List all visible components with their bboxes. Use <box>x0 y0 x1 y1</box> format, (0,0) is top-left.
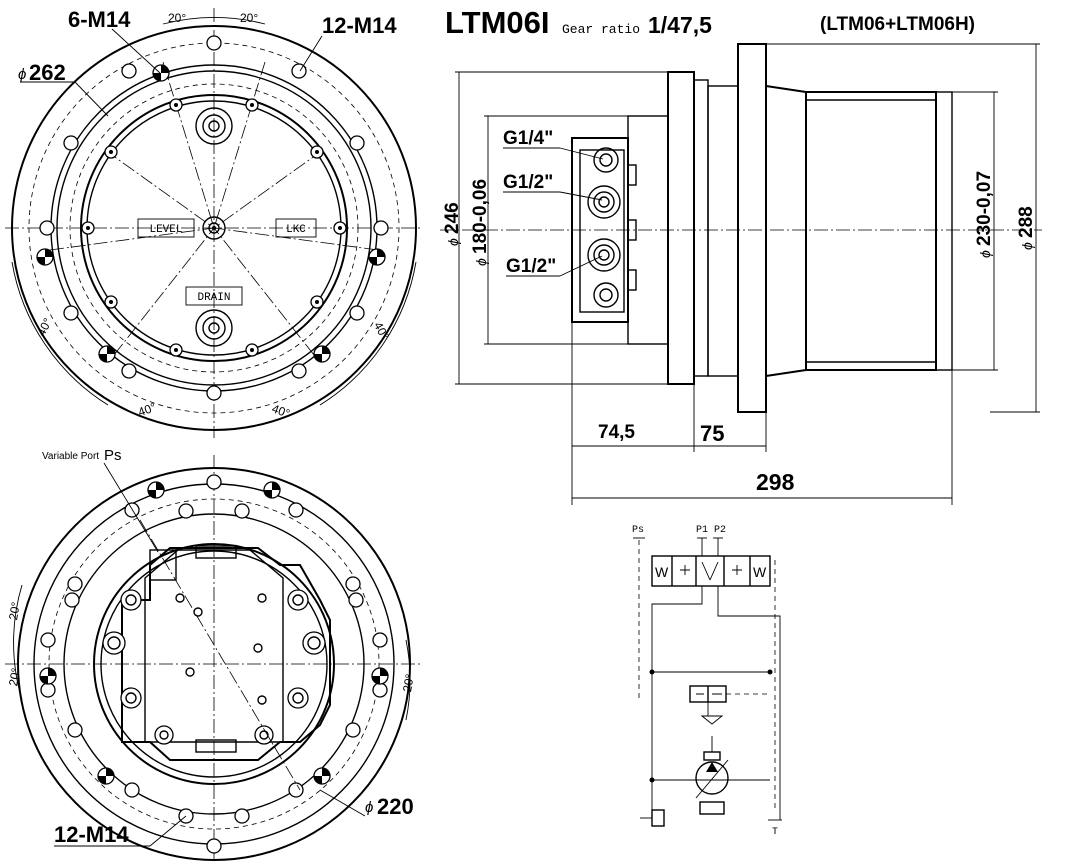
gear-ratio-value: 1/47,5 <box>648 12 712 38</box>
drain-port-label: DRAIN <box>197 292 230 304</box>
schematic-port-t: T <box>772 827 778 838</box>
dim-230-label: 230-0,07 <box>974 171 995 246</box>
model-name: LTM06I <box>445 5 550 40</box>
angle-20-right: 20° <box>240 11 258 25</box>
angle-20-left-top: 20° <box>6 601 23 622</box>
front-annotations: 6-M14 12-M14 ϕ 262 20° 20° 40° 40° 40° 4… <box>11 7 417 421</box>
schematic-port-p2: P2 <box>714 525 726 536</box>
angle-20-left-bottom: 20° <box>6 667 23 688</box>
thread-12m14-bottom-label: 12-M14 <box>54 822 129 847</box>
dim-246-symbol: ϕ <box>445 238 461 246</box>
front-center-lines <box>49 61 379 356</box>
dim-288-label: 288 <box>1016 206 1037 238</box>
thread-6m14-label: 6-M14 <box>68 7 131 32</box>
port-g12-a-label: G1/2" <box>503 172 553 193</box>
back-annotations: Variable Port Ps 12-M14 ϕ 220 20° 20° 20… <box>6 447 417 847</box>
variable-port-symbol: Ps <box>104 447 122 464</box>
dim-180-symbol: ϕ <box>473 258 489 266</box>
relief-valve <box>689 685 770 725</box>
side-port-labels: G1/4" G1/2" G1/2" <box>503 128 604 277</box>
dim-75-label: 75 <box>700 421 724 446</box>
gear-ratio-label: Gear ratio <box>562 22 640 37</box>
port-g14-label: G1/4" <box>503 128 553 149</box>
back-view: Variable Port Ps 12-M14 ϕ 220 20° 20° 20… <box>5 447 420 861</box>
angle-40-bottom-left: 40° <box>136 400 158 419</box>
directional-valve: W W <box>651 555 771 587</box>
dim-745-label: 74,5 <box>598 422 635 443</box>
drain-line: T <box>640 560 782 838</box>
diameter-220-label: 220 <box>377 794 414 819</box>
back-outer-holes <box>40 474 388 854</box>
schematic-port-p1: P1 <box>696 525 708 536</box>
angle-20-left: 20° <box>168 11 186 25</box>
diameter-262-label: 262 <box>29 60 66 85</box>
front-plugs <box>195 107 233 347</box>
side-view: G1/4" G1/2" G1/2" ϕ 246 ϕ 180-0,06 <box>440 43 1042 505</box>
variable-port-label: Variable Port <box>42 451 99 462</box>
diameter-220-symbol: ϕ <box>365 799 373 816</box>
dim-288-symbol: ϕ <box>1019 242 1035 250</box>
front-view: LEVEL LKC DRAIN 6-M14 12-M14 ϕ 262 20° 2… <box>5 7 420 438</box>
spring-right-label: W <box>753 564 767 580</box>
angle-40-low-right: 40° <box>371 319 392 342</box>
front-outer-bolt-holes <box>39 35 389 401</box>
dim-298-label: 298 <box>756 469 795 495</box>
front-inner-holes <box>81 98 347 357</box>
lkc-port-label: LKC <box>286 224 306 236</box>
spring-left-label: W <box>655 564 669 580</box>
angle-20-right: 20° <box>400 673 417 694</box>
back-motor-body <box>102 519 331 791</box>
front-tapped-holes <box>36 64 386 363</box>
variant-label: (LTM06+LTM06H) <box>820 14 975 35</box>
back-tapped-holes <box>39 481 389 785</box>
front-port-labels: LEVEL LKC DRAIN <box>137 218 317 306</box>
level-port-label: LEVEL <box>149 224 182 236</box>
motor-symbol <box>695 736 729 815</box>
angle-40-bottom-right: 40° <box>270 401 292 420</box>
side-dimensions: ϕ 246 ϕ 180-0,06 ϕ 230-0,07 ϕ 288 74,5 7… <box>442 43 1040 505</box>
hydraulic-schematic: Ps P1 P2 W W <box>632 525 782 838</box>
dim-246-label: 246 <box>442 202 463 234</box>
angle-40-low-left: 40° <box>34 316 55 339</box>
dim-230-symbol: ϕ <box>977 250 993 258</box>
title-block: LTM06I Gear ratio 1/47,5 (LTM06+LTM06H) <box>445 5 975 40</box>
thread-12m14-top-label: 12-M14 <box>322 13 397 38</box>
diameter-symbol: ϕ <box>18 66 26 83</box>
dim-180-label: 180-0,06 <box>470 179 491 254</box>
schematic-port-ps: Ps <box>632 525 644 536</box>
port-g12-b-label: G1/2" <box>506 256 556 277</box>
side-ports <box>579 147 637 313</box>
